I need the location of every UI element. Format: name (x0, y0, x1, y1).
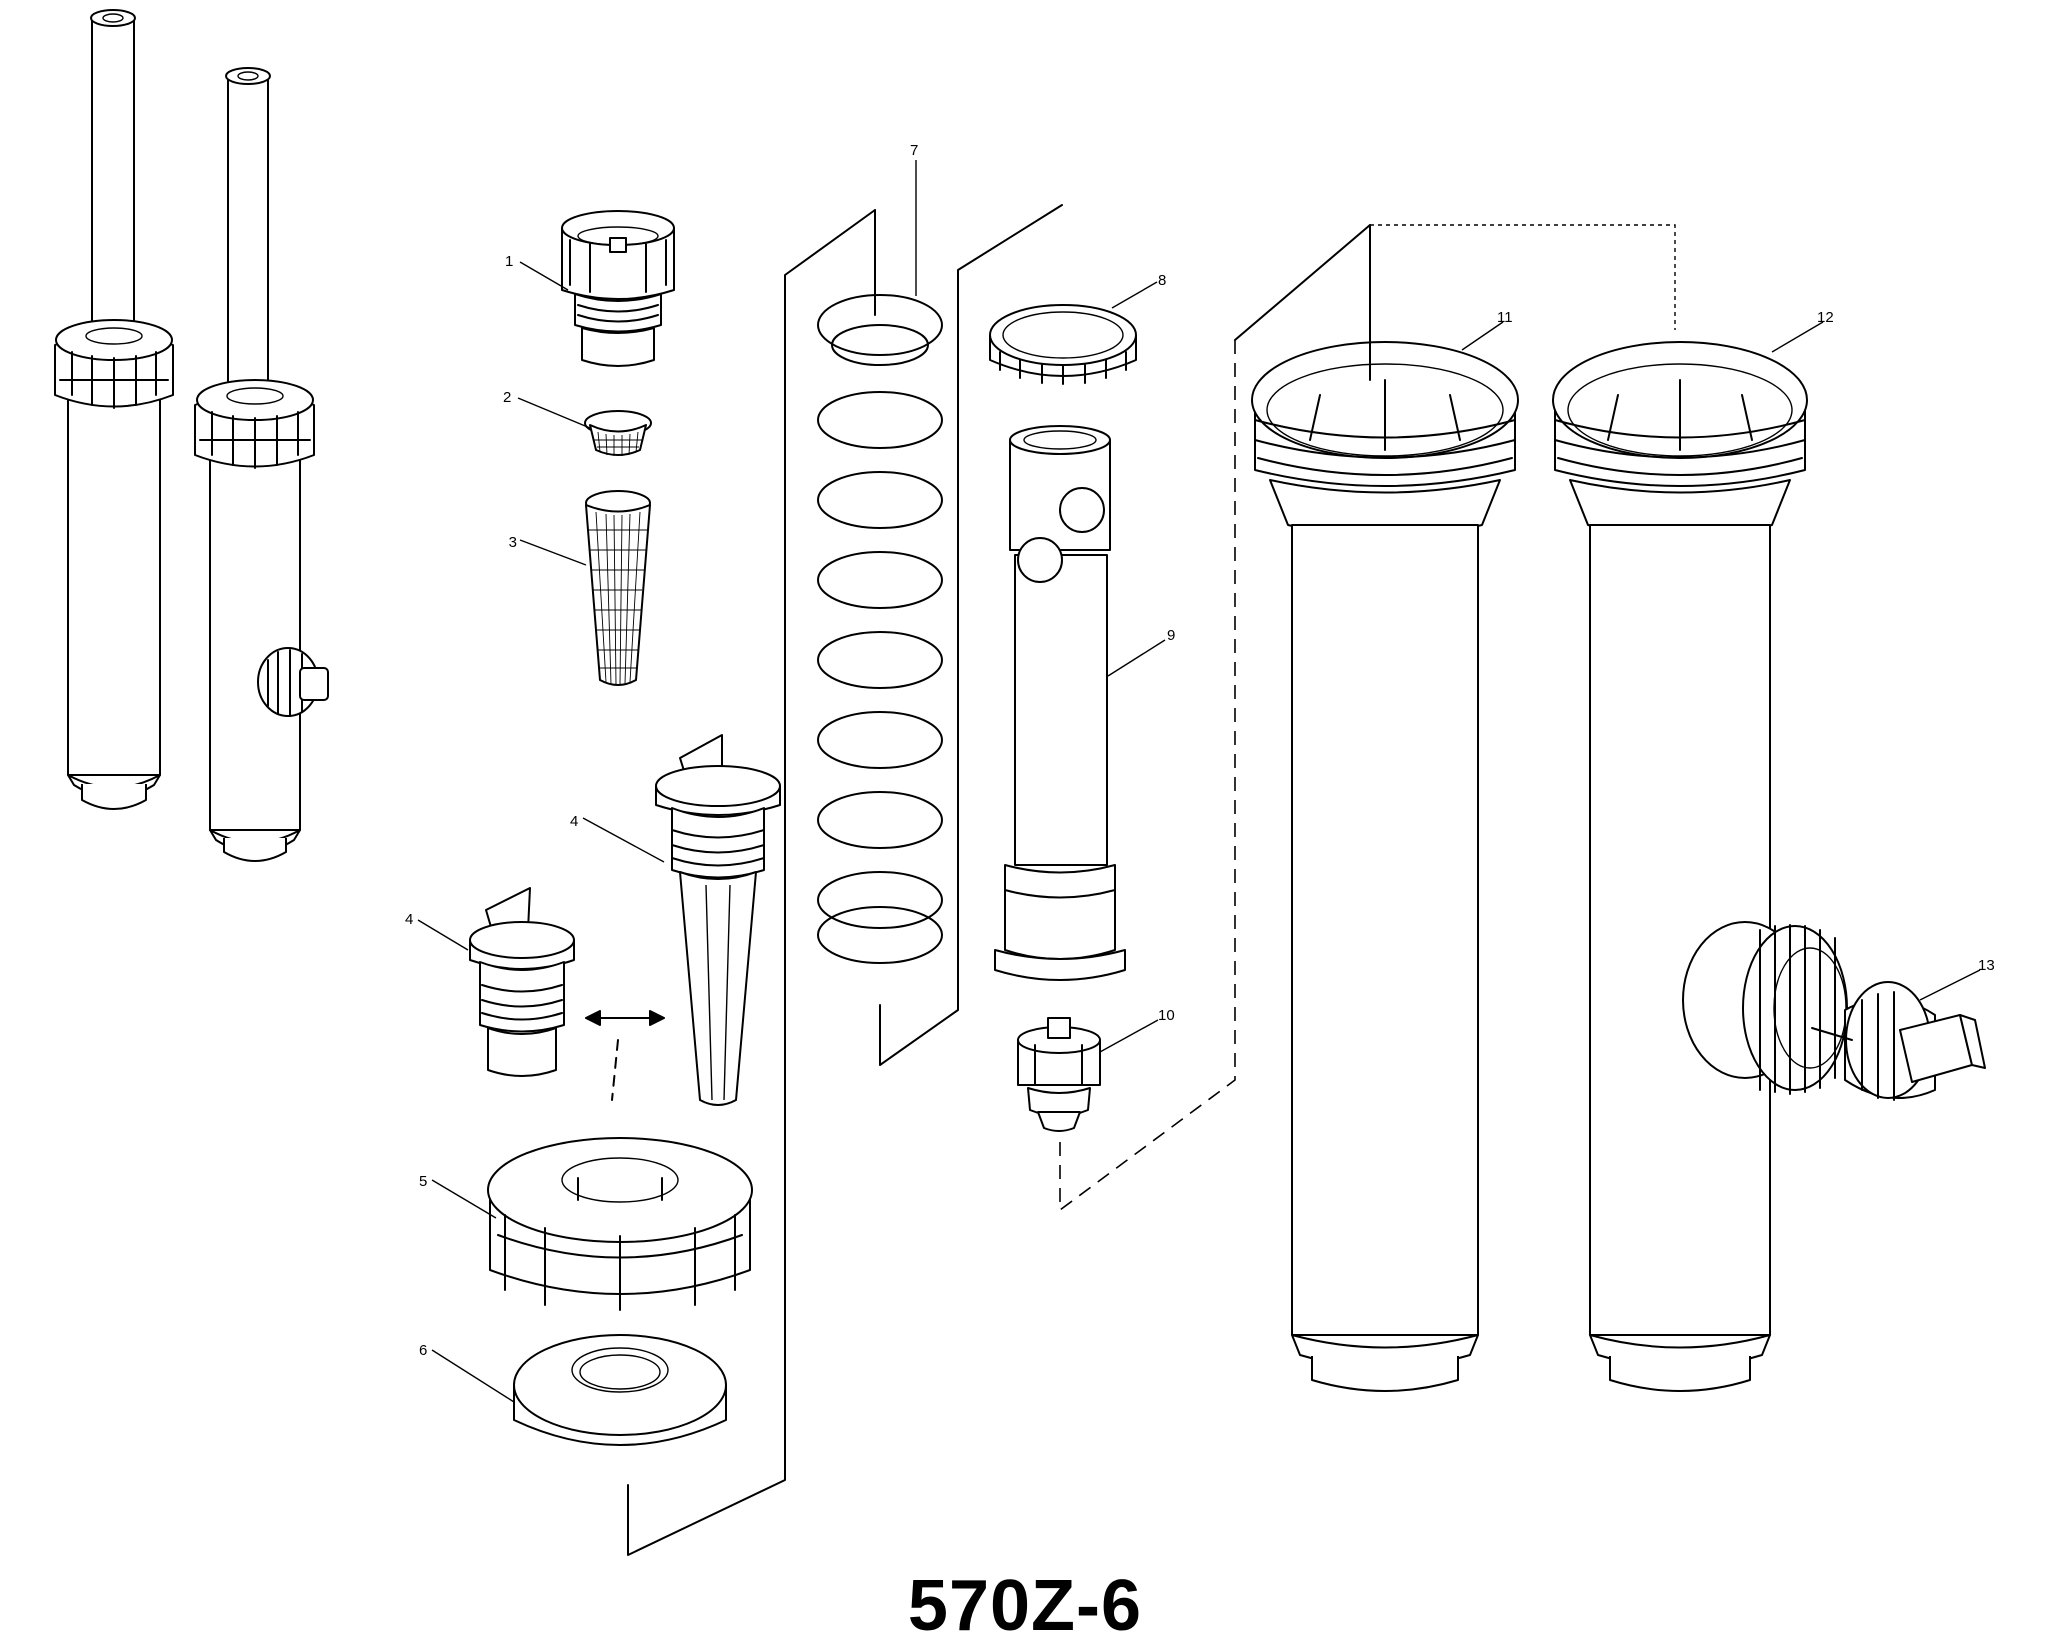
part-13-plug (1844, 981, 1986, 1101)
interchange-arrow (585, 1010, 665, 1101)
part-5-body-cap (487, 1137, 753, 1311)
part-4-extended-nozzle (655, 734, 781, 1106)
callout-12: 12 (1817, 309, 1834, 326)
callout-8: 8 (1158, 272, 1166, 289)
callout-labels: 1 2 3 4 4 5 6 7 8 9 10 11 12 13 (405, 142, 1995, 1359)
callout-1: 1 (505, 253, 513, 270)
part-3-filter-screen (585, 490, 651, 686)
callout-5: 5 (419, 1173, 427, 1190)
callout-4-lower: 4 (405, 911, 413, 928)
callout-6: 6 (419, 1342, 427, 1359)
leader-lines (417, 160, 1981, 1403)
part-1-nozzle (561, 210, 675, 367)
callout-2: 2 (503, 389, 511, 406)
callout-10: 10 (1158, 1007, 1175, 1024)
assembled-sprinkler-left (54, 9, 174, 810)
callout-7: 7 (910, 142, 918, 159)
part-4-short-nozzle (469, 887, 575, 1077)
callout-13: 13 (1978, 957, 1995, 974)
part-6-wiper-seal (513, 1334, 727, 1446)
assembled-sprinkler-with-side-inlet (194, 67, 329, 862)
part-9-riser-stem (994, 425, 1126, 981)
assembly-guide-lines (627, 204, 1853, 1556)
part-12-side-inlet-body (1552, 341, 1848, 1392)
part-2-small-screen (584, 410, 652, 456)
model-number-title: 570Z-6 (907, 1566, 1143, 1646)
part-10-flow-fitting (1017, 1017, 1101, 1132)
callout-11: 11 (1497, 309, 1513, 326)
part-11-body (1251, 341, 1519, 1392)
part-8-ratchet-ring (989, 304, 1137, 385)
callout-9: 9 (1167, 627, 1175, 644)
callout-3: 3 (509, 534, 517, 551)
part-7-spring (817, 294, 943, 964)
callout-4-upper: 4 (570, 813, 578, 830)
